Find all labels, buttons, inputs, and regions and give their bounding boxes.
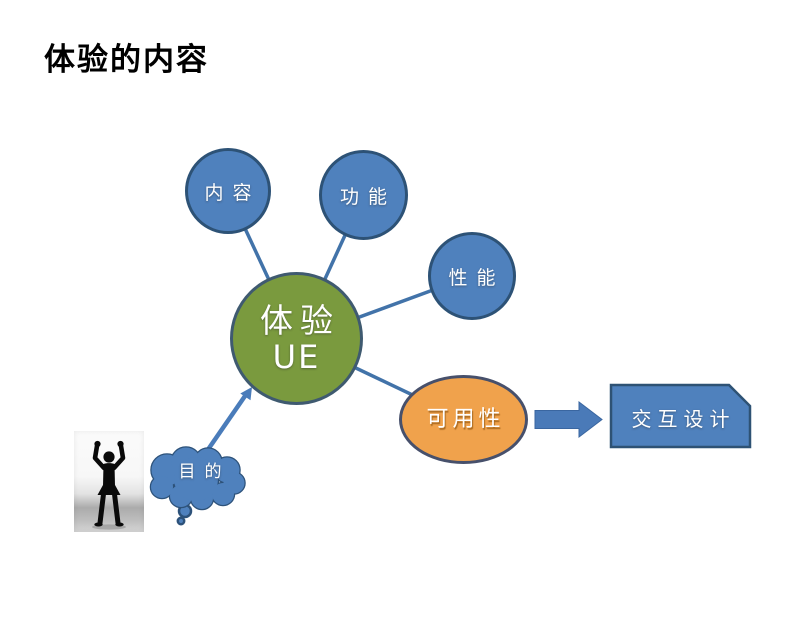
result-box-shape [609, 383, 752, 449]
page-title: 体验的内容 [44, 42, 209, 78]
node-usability: 可用性 [399, 375, 528, 464]
result-box-label: 交互设计 [631, 406, 736, 431]
flow-arrow [534, 400, 603, 439]
node-usability-label: 可用性 [426, 407, 505, 432]
node-content-label: 内容 [204, 181, 261, 204]
node-performance: 性能 [428, 232, 516, 320]
node-content: 内容 [185, 148, 271, 234]
thought-arrow [205, 387, 252, 453]
thought-cloud-label: 目的 [178, 461, 231, 482]
node-function-label: 功能 [339, 185, 396, 208]
node-performance-label: 性能 [448, 266, 505, 289]
center-node-subtitle: UE [272, 337, 321, 376]
person-silhouette-drawing [92, 440, 126, 530]
person-silhouette-image [74, 431, 144, 532]
node-experience-center: 体验 UE [230, 272, 363, 405]
thought-cloud [149, 446, 246, 526]
node-function: 功能 [319, 150, 408, 240]
center-node-title: 体验 [260, 300, 340, 340]
